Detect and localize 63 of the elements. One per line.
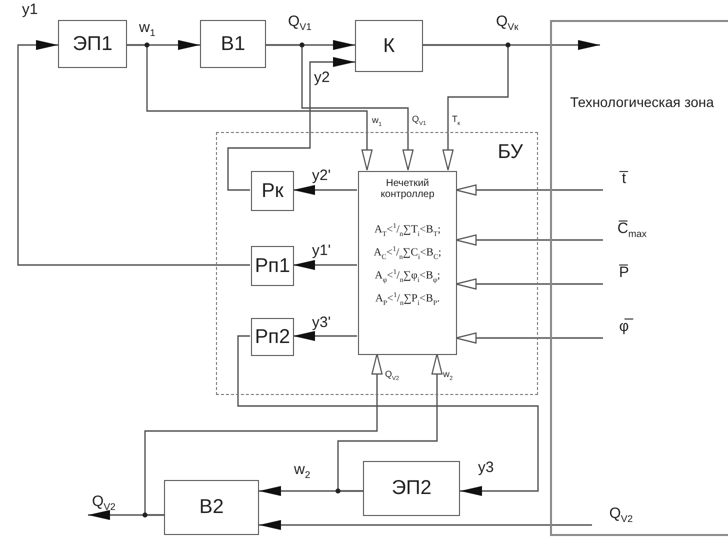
signal-label: Q$_{V1}$: [288, 14, 312, 33]
zone-title: Технологическая зона: [569, 94, 715, 110]
box-label: Рп2: [254, 326, 290, 348]
input-arrow: [144, 353, 383, 516]
dashed-group-box: [216, 132, 538, 395]
process-box: [58, 20, 127, 68]
input-arrow: [266, 44, 414, 171]
arrow: [17, 40, 250, 266]
rule-formula: A$_{T}$<$^{1}$/$_{n}$∑T$_{i}$<B$_{T}$;: [374, 222, 441, 238]
arrow: [259, 520, 592, 530]
regulator-box: [251, 246, 294, 286]
box-label: ЭП1: [72, 32, 112, 56]
input-arrow: [127, 44, 373, 171]
input-arrow: [455, 278, 603, 290]
box-label: В1: [220, 32, 246, 56]
box-label: ЭП2: [392, 477, 432, 500]
signal-label: y2: [314, 70, 330, 85]
box-label: Рп1: [254, 254, 290, 278]
signal-label: y1': [312, 243, 331, 258]
group-title: БУ: [498, 141, 523, 164]
signal-label: T$_{к}$: [452, 115, 460, 128]
input-arrow: [337, 353, 443, 492]
process-box: [363, 461, 460, 516]
rule-formula: A$_{φ}$<$^{1}$/$_{n}$∑φ$_{i}$<B$_{φ}$;: [374, 268, 440, 284]
box-label: К: [383, 34, 395, 58]
arrow: [293, 260, 357, 270]
controller-title: Нечеткий контроллер: [380, 178, 436, 200]
signal-name: t̅: [609, 170, 639, 187]
zone-frame: [550, 20, 728, 536]
signal-label: Q$_{Vк}$: [496, 14, 518, 33]
signal-name: Q$_{V2}$: [92, 493, 116, 513]
process-box: [355, 20, 423, 72]
signal-name: C̅$_{max}$: [616, 220, 648, 240]
input-arrow: [423, 44, 509, 171]
signal-label: w$_{2}$: [294, 462, 310, 481]
arrow: [293, 331, 357, 341]
rule-formula: A$_{P}$<$^{1}$/$_{n}$∑P$_{i}$<B$_{P}$.: [375, 290, 440, 306]
signal-label: y3': [312, 315, 331, 330]
signal-label: w$_{1}$: [372, 116, 382, 129]
input-arrow: [455, 234, 603, 246]
signal-label: Q$_{V1}$: [412, 115, 426, 128]
signal-label: y3: [478, 460, 494, 475]
signal-label: y1: [22, 2, 38, 17]
signal-label: w$_{2}$: [443, 370, 453, 383]
arrow: [227, 57, 355, 191]
box-label: В2: [199, 496, 224, 519]
signal-name: Q$_{V2}$: [608, 505, 634, 525]
arrow: [293, 185, 357, 195]
regulator-box: [251, 318, 294, 356]
signal-label: y2': [312, 168, 331, 183]
input-arrow: [455, 184, 603, 196]
box-label: Рк: [261, 180, 284, 202]
process-box: [164, 480, 259, 535]
rule-formula: A$_{C}$<$^{1}$/$_{n}$∑C$_{i}$<B$_{C}$;: [374, 244, 442, 261]
signal-name: P̅: [618, 264, 630, 281]
process-box: [200, 20, 266, 68]
controller-box: [358, 171, 457, 355]
signal-label: w$_{1}$: [139, 20, 156, 39]
input-arrow: [455, 332, 603, 344]
signal-name: φ̅: [609, 318, 639, 335]
arrow: [237, 335, 539, 496]
signal-label: Q$_{V2}$: [385, 370, 400, 383]
regulator-box: [251, 171, 294, 211]
